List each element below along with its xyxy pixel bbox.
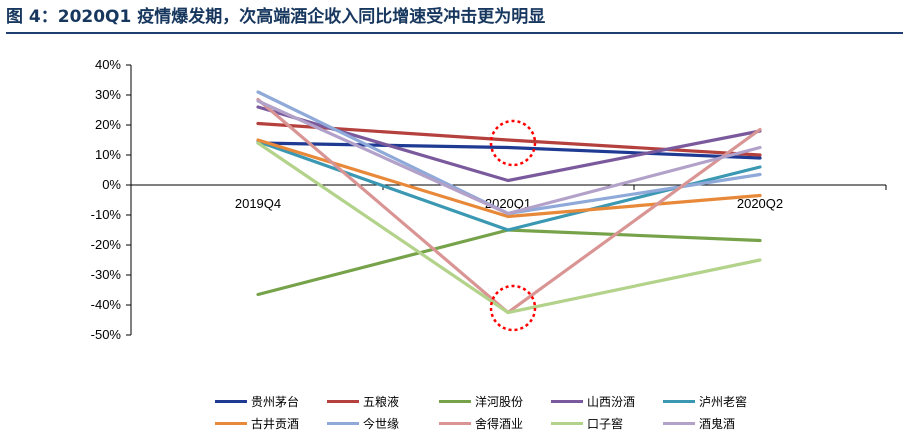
y-tick-label: 10% (95, 147, 121, 162)
y-tick-label: 0% (102, 177, 121, 192)
y-tick-label: -10% (91, 207, 122, 222)
chart-axes: 40% 30% 20% 10% 0% -10% -20% -30% -40% -50% 2019Q4… (91, 57, 887, 342)
y-tick-label: 20% (95, 117, 121, 132)
legend-swatch (439, 399, 471, 403)
figure-title: 图 4：2020Q1 疫情爆发期，次高端酒企收入同比增速受冲击更为明显 (6, 7, 546, 27)
legend-label: 今世缘 (363, 416, 400, 431)
series-line (256, 138, 762, 219)
legend-swatch (551, 421, 583, 425)
chart-series (256, 90, 762, 315)
series-line (256, 141, 762, 315)
legend-item: 古井贡酒 (215, 414, 299, 432)
highlight-circle (489, 284, 537, 332)
x-tick-label: 2020Q2 (737, 196, 783, 211)
y-tick-label: -40% (91, 297, 122, 312)
legend-item: 贵州茅台 (215, 392, 299, 410)
legend-item: 舍得酒业 (439, 414, 523, 432)
legend-item: 酒鬼酒 (663, 414, 735, 432)
y-tick-label: 30% (95, 87, 121, 102)
highlight-circle (489, 119, 537, 167)
y-tick-label: 40% (95, 57, 121, 72)
title-rule (6, 32, 903, 34)
line-chart: 40% 30% 20% 10% 0% -10% -20% -30% -40% -50% 2019Q4… (91, 57, 887, 342)
legend-item: 口子窖 (551, 414, 623, 432)
legend-item: 今世缘 (327, 414, 399, 432)
legend-swatch (551, 399, 583, 403)
series-line (256, 141, 762, 160)
legend-label: 五粮液 (363, 394, 400, 409)
legend-label: 舍得酒业 (475, 416, 524, 431)
y-tick-label: -50% (91, 327, 122, 342)
series-line (256, 99, 762, 216)
legend-swatch (215, 399, 247, 403)
legend-item: 泸州老窖 (663, 392, 747, 410)
legend-swatch (663, 421, 695, 425)
legend-label: 洋河股份 (475, 394, 524, 409)
legend-item: 五粮液 (327, 392, 399, 410)
legend-swatch (439, 421, 471, 425)
legend-swatch (327, 399, 359, 403)
y-tick-label: -20% (91, 237, 122, 252)
legend-item: 洋河股份 (439, 392, 523, 410)
legend-swatch (327, 421, 359, 425)
legend-label: 泸州老窖 (699, 394, 748, 409)
chart-annotations (489, 119, 537, 332)
legend-label: 酒鬼酒 (699, 416, 736, 431)
x-tick-label: 2019Q4 (235, 196, 281, 211)
y-tick-label: -30% (91, 267, 122, 282)
legend-item: 山西汾酒 (551, 392, 635, 410)
legend-label: 古井贡酒 (251, 416, 300, 431)
legend-swatch (663, 399, 695, 403)
series-line (256, 228, 762, 297)
chart-legend: 贵州茅台 五粮液 洋河股份 山西汾酒 泸州老窖古井贡酒 今世缘 舍得酒业 口子窖 酒鬼酒 (215, 390, 775, 434)
legend-label: 山西汾酒 (587, 394, 636, 409)
series-line (256, 121, 762, 157)
legend-label: 口子窖 (587, 416, 624, 431)
legend-swatch (215, 421, 247, 425)
legend-label: 贵州茅台 (251, 394, 300, 409)
